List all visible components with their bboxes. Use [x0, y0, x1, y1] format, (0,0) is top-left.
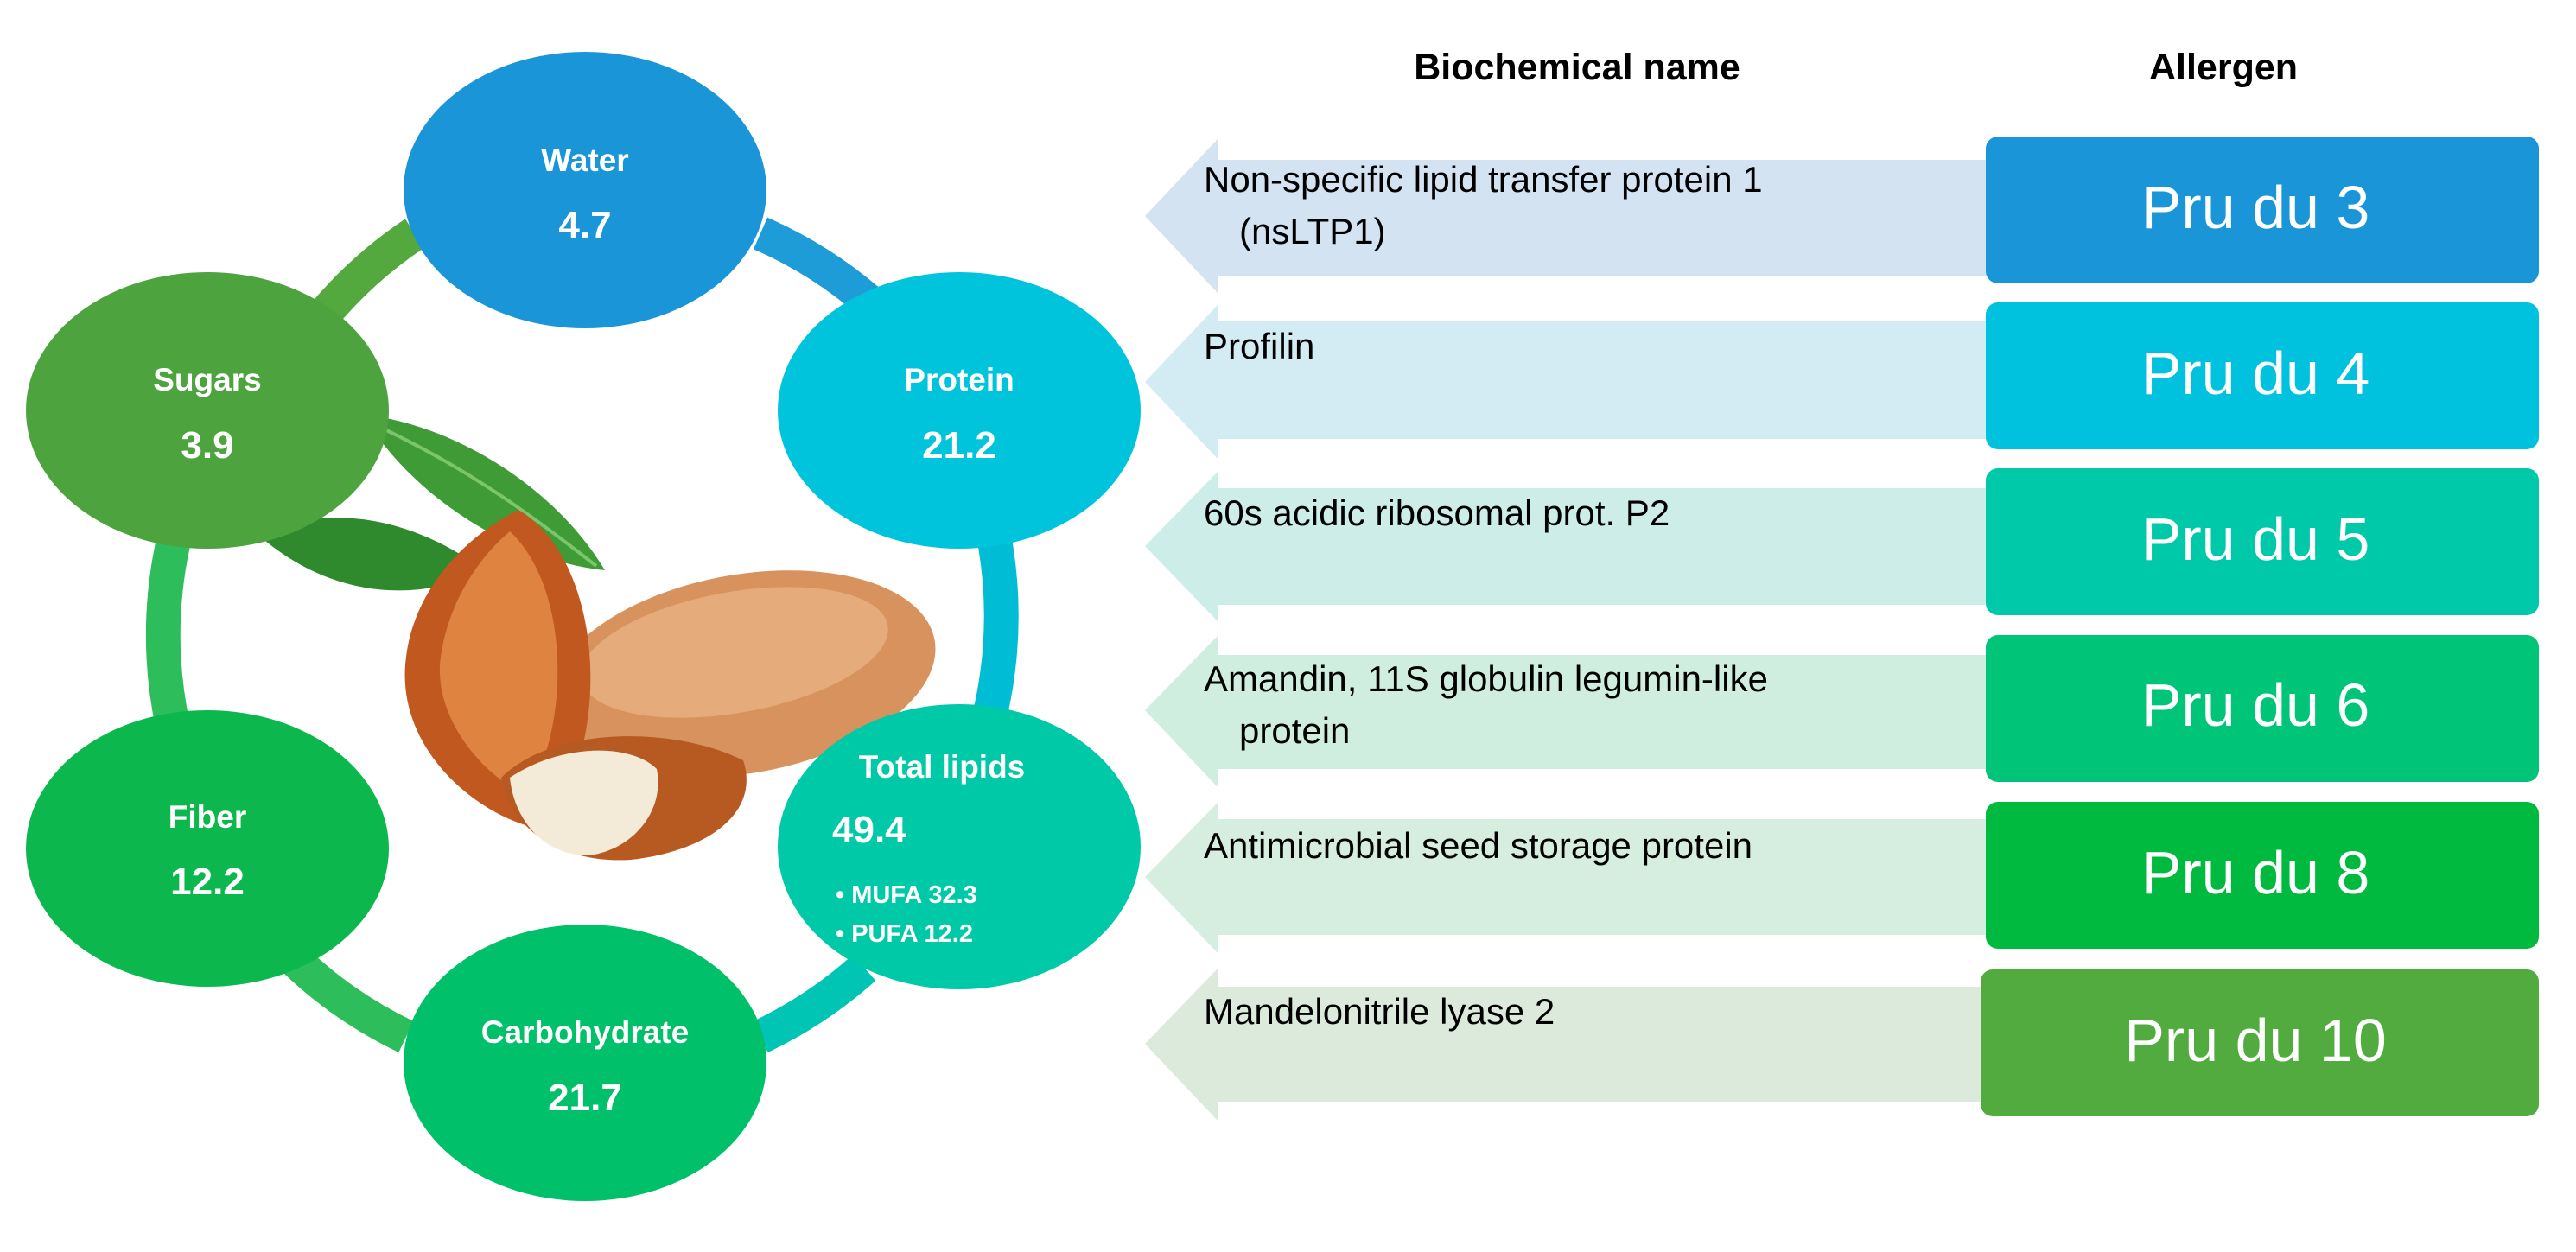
biochemical-name-line1: Non-specific lipid transfer protein 1 — [1204, 159, 1763, 200]
allergen-row: 60s acidic ribosomal prot. P2 Pru du 5 — [1145, 468, 2539, 622]
almond-image-highlight — [439, 531, 558, 795]
total-lipids-mufa: • MUFA 32.3 — [836, 881, 977, 909]
allergen-row: Profilin Pru du 4 — [1145, 302, 2539, 460]
allergen-row: Amandin, 11S globulin legumin-like prote… — [1145, 635, 2539, 788]
total-lipids-value: 49.4 — [832, 809, 906, 851]
arrow-shape — [1145, 802, 1988, 954]
allergen-box — [1981, 969, 2539, 1116]
total-lipids-circle — [778, 704, 1141, 989]
nutrient-fiber: Fiber 12.2 — [26, 710, 389, 987]
arrow-shape — [1145, 471, 1988, 622]
water-circle — [404, 52, 766, 328]
protein-label: Protein — [904, 362, 1014, 397]
almond-kernel-image — [510, 750, 658, 855]
fiber-value: 12.2 — [170, 861, 245, 903]
allergen-box — [1986, 802, 2539, 949]
biochemical-name-line1: Amandin, 11S globulin legumin-like — [1204, 658, 1768, 699]
total-lipids-pufa: • PUFA 12.2 — [836, 920, 973, 948]
allergen-header: Allergen — [2149, 47, 2298, 88]
arrow-shape — [1145, 968, 1988, 1122]
sugars-label: Sugars — [153, 362, 261, 397]
allergen-box — [1986, 468, 2539, 615]
arrow-shape — [1145, 138, 1988, 294]
sugars-value: 3.9 — [181, 424, 233, 467]
allergen-code: Pru du 3 — [2141, 174, 2370, 241]
allergen-row: Non-specific lipid transfer protein 1 (n… — [1145, 137, 2539, 294]
allergen-row: Mandelonitrile lyase 2 Pru du 10 — [1145, 968, 2539, 1122]
water-value: 4.7 — [558, 204, 611, 246]
leaf-vein — [371, 422, 598, 568]
biochemical-name-line2: (nsLTP1) — [1239, 211, 1386, 251]
biochemical-name-header: Biochemical name — [1414, 47, 1740, 88]
biochemical-name-line1: Profilin — [1204, 326, 1314, 366]
biochemical-name-line1: Mandelonitrile lyase 2 — [1204, 991, 1555, 1032]
total-lipids-label: Total lipids — [859, 749, 1026, 785]
biochemical-name-line1: Antimicrobial seed storage protein — [1204, 825, 1752, 866]
allergen-box — [1986, 137, 2539, 283]
carbohydrate-circle — [404, 925, 766, 1201]
arrow-shape — [1145, 635, 1988, 788]
ring-segment-carb-fiber — [282, 946, 414, 1053]
water-label: Water — [541, 143, 628, 178]
nutrient-sugars: Sugars 3.9 — [26, 272, 389, 549]
biochemical-name-line1: 60s acidic ribosomal prot. P2 — [1204, 493, 1670, 533]
ring-segment-lipids-carb — [753, 954, 876, 1053]
biochemical-name-line2: protein — [1239, 710, 1350, 751]
nutrient-protein: Protein 21.2 — [778, 272, 1141, 549]
fiber-label: Fiber — [169, 799, 246, 835]
allergen-code: Pru du 4 — [2141, 340, 2370, 407]
ring-segment-sugars-water — [306, 219, 425, 331]
allergen-box — [1986, 635, 2539, 782]
carbohydrate-value: 21.7 — [548, 1077, 622, 1119]
fiber-circle — [26, 710, 389, 987]
protein-circle — [778, 272, 1141, 549]
arrow-shape — [1145, 304, 1988, 460]
nutrient-total-lipids: Total lipids 49.4 • MUFA 32.3 • PUFA 12.… — [778, 704, 1141, 989]
allergen-code: Pru du 10 — [2124, 1007, 2387, 1074]
nutrient-water: Water 4.7 — [404, 52, 766, 328]
nutrient-carbohydrate: Carbohydrate 21.7 — [404, 925, 766, 1201]
almond-shell-highlight — [581, 587, 888, 718]
ring-segment-fiber-sugars — [145, 540, 190, 730]
carbohydrate-label: Carbohydrate — [481, 1014, 690, 1050]
leaf-image — [363, 415, 605, 570]
allergen-code: Pru du 5 — [2141, 505, 2370, 573]
protein-value: 21.2 — [922, 424, 996, 467]
almond-illustration — [259, 415, 936, 861]
allergen-box — [1986, 302, 2539, 449]
leaf-image — [259, 518, 484, 591]
allergen-row: Antimicrobial seed storage protein Pru d… — [1145, 802, 2539, 954]
sugars-circle — [26, 272, 389, 549]
allergen-code: Pru du 6 — [2141, 671, 2370, 739]
allergen-code: Pru du 8 — [2141, 839, 2370, 906]
